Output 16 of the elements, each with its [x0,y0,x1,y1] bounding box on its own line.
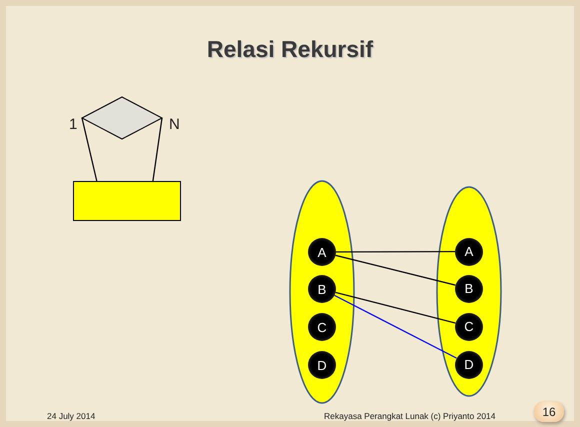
footer-text: Rekayasa Perangkat Lunak (c) Priyanto 2014 [324,411,496,421]
connector-line [81,118,98,182]
connector-line [335,292,456,324]
connector-line [335,254,456,286]
entity-rectangle [73,181,181,221]
slide-title: Relasi Rekursif [206,36,374,63]
connector-line [336,250,455,253]
cardinality-label: N [169,116,180,133]
connector-line [152,118,163,182]
relationship-diamond [82,97,162,139]
page-number: 16 [534,401,564,422]
footer-date: 24 July 2014 [47,411,96,421]
connector-line [334,294,457,359]
set-ellipse [436,186,502,397]
set-ellipse [289,180,355,404]
cardinality-label: 1 [69,116,78,133]
